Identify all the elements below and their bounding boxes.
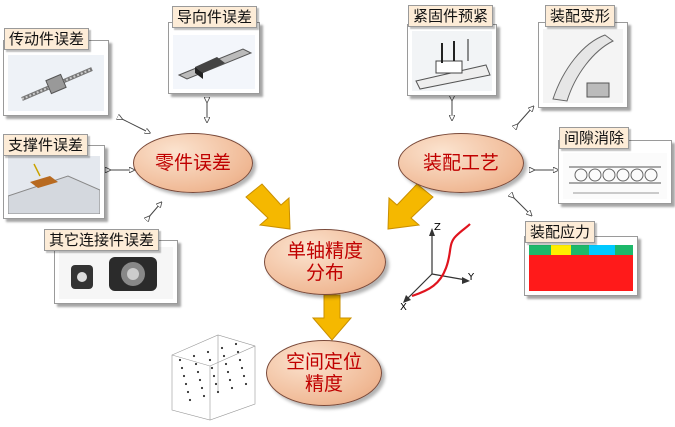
card-title-guide: 导向件误差 bbox=[172, 6, 258, 28]
node-part-error-label: 零件误差 bbox=[154, 152, 231, 174]
deformation-image bbox=[543, 29, 623, 103]
axis-label-y: Y bbox=[468, 272, 475, 283]
axes-plot bbox=[403, 223, 471, 303]
scatter-dot bbox=[206, 350, 210, 354]
scatter-dot bbox=[220, 346, 224, 350]
card-title-deform: 装配变形 bbox=[545, 5, 616, 27]
card-guide bbox=[168, 22, 260, 94]
scatter-dot bbox=[198, 378, 202, 382]
scatter-dot bbox=[182, 374, 186, 378]
scatter-dot bbox=[240, 366, 244, 370]
scatter-dot bbox=[244, 382, 248, 386]
scatter-dot bbox=[188, 398, 192, 402]
scatter-dot bbox=[222, 354, 226, 358]
scatter-dot bbox=[202, 394, 206, 398]
link-drive bbox=[120, 118, 148, 132]
bearing-block-image bbox=[59, 247, 173, 299]
link-connector bbox=[148, 204, 160, 218]
scatter-dot bbox=[230, 386, 234, 390]
card-deform bbox=[538, 22, 628, 108]
scatter-dot bbox=[242, 374, 246, 378]
linear-guide-image bbox=[173, 35, 255, 89]
scatter-dot bbox=[234, 342, 238, 346]
support-block-image bbox=[8, 156, 100, 214]
card-drive bbox=[3, 40, 109, 116]
scatter-dot bbox=[226, 370, 230, 374]
card-title-stress: 装配应力 bbox=[525, 221, 596, 243]
scatter-dot bbox=[184, 382, 188, 386]
scatter-dot bbox=[194, 362, 198, 366]
card-title-fastener: 紧固件预紧 bbox=[408, 5, 494, 27]
scatter-dot bbox=[210, 366, 214, 370]
scatter-points bbox=[178, 342, 248, 402]
flow-arrow-part-to-axis bbox=[245, 183, 291, 230]
scatter-dot bbox=[224, 362, 228, 366]
card-title-drive: 传动件误差 bbox=[4, 28, 90, 50]
stress-contour-image bbox=[529, 245, 633, 291]
scatter-dot bbox=[186, 390, 190, 394]
card-gap bbox=[558, 140, 672, 204]
card-title-gap: 间隙消除 bbox=[559, 127, 630, 149]
node-assembly-process: 装配工艺 bbox=[398, 133, 524, 193]
scatter-dot bbox=[178, 358, 182, 362]
card-support bbox=[3, 145, 105, 219]
node-part-error: 零件误差 bbox=[133, 133, 253, 193]
scatter-dot bbox=[192, 354, 196, 358]
node-single-axis-label: 单轴精度分布 bbox=[286, 240, 363, 284]
node-spatial: 空间定位精度 bbox=[266, 340, 382, 406]
scatter-dot bbox=[208, 358, 212, 362]
card-fastener bbox=[407, 24, 497, 96]
card-title-connector: 其它连接件误差 bbox=[44, 229, 160, 251]
ballscrew-image bbox=[8, 55, 104, 111]
scatter-dot bbox=[228, 378, 232, 382]
node-spatial-label: 空间定位精度 bbox=[285, 351, 362, 395]
card-stress bbox=[524, 236, 638, 296]
node-assembly-process-label: 装配工艺 bbox=[422, 152, 499, 174]
axis-label-z: Z bbox=[434, 222, 441, 233]
node-single-axis: 单轴精度分布 bbox=[264, 229, 386, 295]
axis-label-x: X bbox=[400, 302, 407, 313]
scatter-dot bbox=[196, 370, 200, 374]
scatter-dot bbox=[236, 350, 240, 354]
gap-elimination-image bbox=[563, 153, 667, 199]
flow-arrow-axis-to-spatial bbox=[311, 294, 353, 341]
scatter-dot bbox=[238, 358, 242, 362]
scatter-dot bbox=[216, 390, 220, 394]
flow-arrow-process-to-axis bbox=[387, 183, 434, 230]
link-stress bbox=[512, 196, 530, 214]
link-deform bbox=[516, 108, 532, 126]
scatter-dot bbox=[200, 386, 204, 390]
scatter-dot bbox=[214, 382, 218, 386]
card-title-support: 支撑件误差 bbox=[3, 134, 89, 156]
fastener-drawing-image bbox=[412, 31, 492, 91]
scatter-cube bbox=[171, 334, 256, 421]
scatter-dot bbox=[212, 374, 216, 378]
scatter-dot bbox=[180, 366, 184, 370]
